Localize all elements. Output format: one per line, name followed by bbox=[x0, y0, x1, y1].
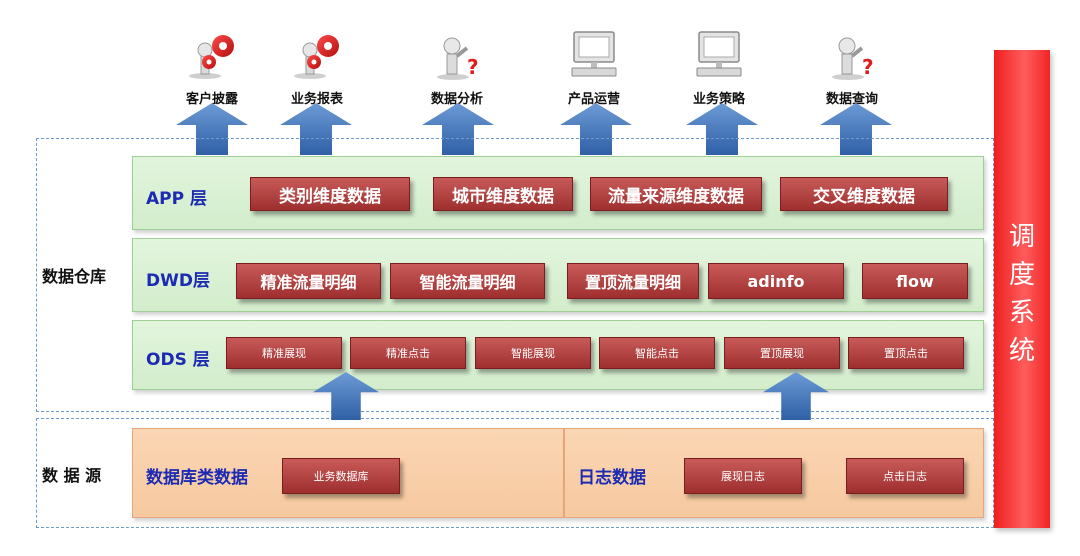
consumer-product-ops: 产品运营 bbox=[539, 30, 649, 160]
up-arrow-icon bbox=[280, 103, 352, 155]
svg-text:?: ? bbox=[467, 55, 479, 79]
consumer-label: 业务策略 bbox=[692, 92, 745, 107]
dwd-box-adinfo: adinfo bbox=[708, 263, 844, 299]
dwd-box-top: 置顶流量明细 bbox=[567, 263, 699, 299]
consumer-client-disclosure: 客户披露 bbox=[157, 30, 267, 160]
up-arrow-icon bbox=[762, 372, 830, 420]
up-arrow-icon bbox=[176, 103, 248, 155]
log-box-show: 展现日志 bbox=[684, 458, 802, 494]
dwd-box-precise: 精准流量明细 bbox=[236, 263, 381, 299]
dwd-box-flow: flow bbox=[862, 263, 968, 299]
svg-text:?: ? bbox=[862, 55, 874, 79]
computer-icon bbox=[696, 31, 742, 77]
warehouse-container bbox=[36, 138, 994, 412]
consumer-label: 业务报表 bbox=[290, 92, 343, 107]
app-box-city: 城市维度数据 bbox=[433, 177, 573, 211]
consumer-data-analysis: ? 数据分析 bbox=[402, 30, 512, 160]
up-arrow-icon bbox=[820, 103, 892, 155]
ods-box-precise-click: 精准点击 bbox=[350, 337, 466, 369]
app-box-cross: 交叉维度数据 bbox=[780, 177, 948, 211]
consumer-data-query: ? 数据查询 bbox=[797, 30, 907, 160]
log-source-label: 日志数据 bbox=[578, 468, 646, 488]
up-arrow-icon bbox=[422, 103, 494, 155]
up-arrow-icon bbox=[686, 103, 758, 155]
question-figure-icon: ? bbox=[437, 37, 479, 80]
db-box-business-db: 业务数据库 bbox=[282, 458, 400, 494]
dwd-box-smart: 智能流量明细 bbox=[390, 263, 545, 299]
up-arrow-icon bbox=[560, 103, 632, 155]
consumer-label: 客户披露 bbox=[185, 92, 238, 107]
consumer-label: 数据查询 bbox=[825, 92, 878, 107]
scheduler-label: 调度系统 bbox=[1008, 222, 1035, 366]
dwd-layer-label: DWD层 bbox=[146, 271, 210, 291]
app-box-category: 类别维度数据 bbox=[250, 177, 410, 211]
gears-icon bbox=[294, 35, 339, 79]
consumer-label: 数据分析 bbox=[430, 92, 483, 107]
db-source-label: 数据库类数据 bbox=[146, 468, 248, 488]
consumer-label: 产品运营 bbox=[567, 92, 620, 107]
gears-icon bbox=[189, 35, 234, 79]
computer-icon bbox=[571, 31, 617, 77]
app-layer-label: APP 层 bbox=[146, 189, 207, 209]
ods-layer-label: ODS 层 bbox=[146, 350, 210, 370]
scheduler-system: 调度系统 bbox=[994, 50, 1050, 528]
ods-box-top-show: 置顶展现 bbox=[724, 337, 840, 369]
consumer-business-strategy: 业务策略 bbox=[664, 30, 774, 160]
ods-box-top-click: 置顶点击 bbox=[848, 337, 964, 369]
ods-box-smart-click: 智能点击 bbox=[599, 337, 715, 369]
consumer-business-report: 业务报表 bbox=[262, 30, 372, 160]
ods-box-smart-show: 智能展现 bbox=[475, 337, 591, 369]
ods-box-precise-show: 精准展现 bbox=[226, 337, 342, 369]
source-label: 数 据 源 bbox=[42, 466, 102, 485]
question-figure-icon: ? bbox=[832, 37, 874, 80]
warehouse-label: 数据仓库 bbox=[42, 267, 107, 286]
log-box-click: 点击日志 bbox=[846, 458, 964, 494]
source-container bbox=[36, 418, 994, 528]
app-box-traffic-source: 流量来源维度数据 bbox=[590, 177, 762, 211]
up-arrow-icon bbox=[312, 372, 380, 420]
